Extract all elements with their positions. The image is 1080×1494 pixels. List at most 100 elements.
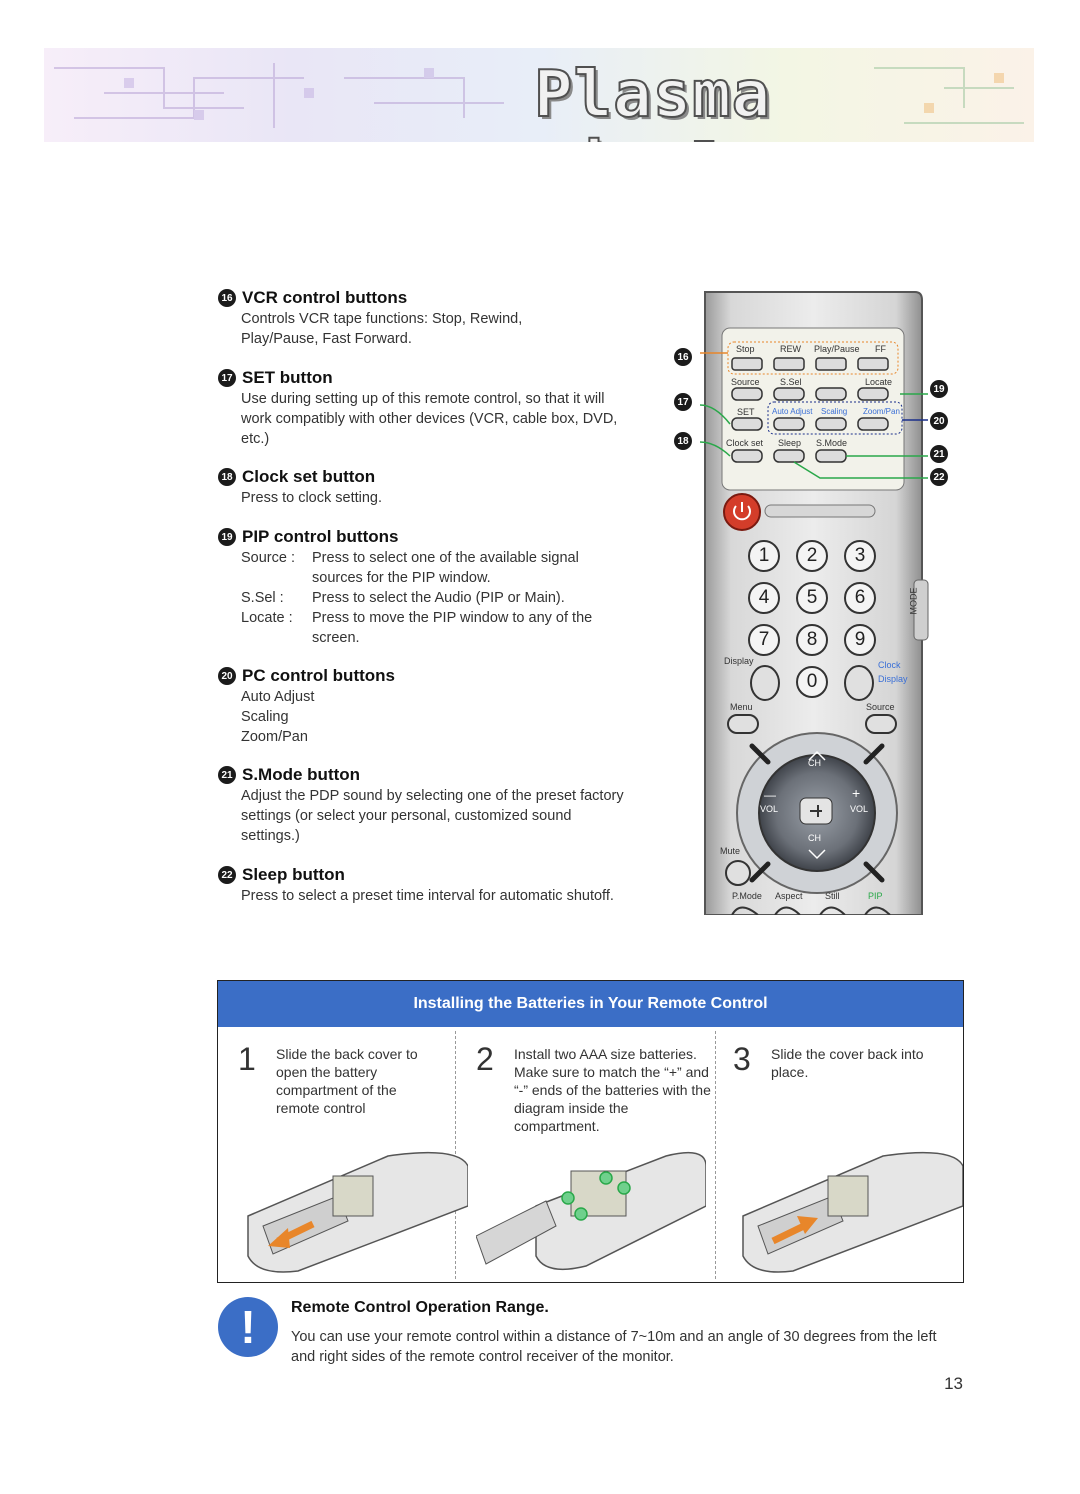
step-text: Slide the back cover to open the battery… — [276, 1046, 418, 1116]
section-title: SET button — [242, 368, 333, 387]
label-vol-plus: + — [852, 785, 861, 801]
section-number: 22 — [218, 866, 236, 884]
label-smode: S.Mode — [816, 438, 848, 448]
section-title: Sleep button — [242, 865, 345, 884]
label-ch-down: CH — [808, 833, 821, 843]
step-text: Install two AAA size batteries. Make sur… — [514, 1046, 711, 1134]
list-item: Zoom/Pan — [241, 729, 308, 745]
key-3: 3 — [844, 540, 876, 572]
label-rew: REW — [780, 344, 801, 354]
definition-row: Source : Press to select one of the avail… — [241, 548, 631, 588]
section-vcr-controls: 16 VCR control buttons Controls VCR tape … — [218, 287, 638, 349]
section-sleep-button: 22 Sleep button Press to select a preset … — [218, 864, 638, 906]
callout-16: 16 — [674, 348, 692, 366]
note-text: You can use your remote control within a… — [291, 1329, 937, 1365]
header-banner: Plasma Display — [44, 48, 1034, 142]
label-clockset: Clock set — [726, 438, 764, 448]
key-2: 2 — [796, 540, 828, 572]
definition-value: Press to select one of the available sig… — [312, 550, 579, 586]
section-body: Press to select a preset time interval f… — [241, 888, 614, 904]
label-vol-right: VOL — [850, 804, 869, 814]
key-9: 9 — [844, 624, 876, 656]
section-number: 20 — [218, 667, 236, 685]
callout-17: 17 — [674, 393, 692, 411]
label-vol-minus: — — [764, 788, 776, 802]
label-display-pc: Display — [878, 674, 908, 684]
section-body: Adjust the PDP sound by selecting one of… — [241, 788, 624, 844]
section-title: S.Mode button — [242, 765, 361, 784]
section-body: Controls VCR tape functions: Stop, Rewin… — [241, 311, 523, 347]
definition-row: S.Sel : Press to select the Audio (PIP or… — [241, 588, 631, 608]
section-body: Press to clock setting. — [241, 490, 383, 506]
key-0: 0 — [796, 666, 828, 698]
warning-icon: ! — [218, 1297, 278, 1357]
label-ff: FF — [875, 344, 886, 354]
label-pip: PIP — [868, 891, 883, 901]
definition-key: S.Sel : — [241, 590, 284, 606]
callout-18: 18 — [674, 432, 692, 450]
label-mode: MODE — [908, 587, 919, 615]
key-4: 4 — [748, 582, 780, 614]
definition-value: Press to move the PIP window to any of t… — [312, 610, 593, 646]
section-pc-controls: 20 PC control buttons Auto Adjust Scaling… — [218, 665, 638, 747]
label-playpause: Play/Pause — [814, 344, 860, 354]
battery-insert-illustration — [476, 1151, 706, 1271]
section-title: PIP control buttons — [242, 527, 399, 546]
label-scaling: Scaling — [821, 407, 848, 416]
divider — [455, 1031, 456, 1279]
section-title: PC control buttons — [242, 666, 395, 685]
label-zoompan: Zoom/Pan — [863, 407, 900, 416]
section-number: 19 — [218, 528, 236, 546]
section-smode-button: 21 S.Mode button Adjust the PDP sound by … — [218, 764, 638, 846]
label-clock: Clock — [878, 660, 901, 670]
circuit-decoration — [54, 63, 1024, 128]
definition-value: Press to select the Audio (PIP or Main). — [312, 590, 565, 606]
section-title: Clock set button — [242, 467, 376, 486]
label-ssel: S.Sel — [780, 377, 802, 387]
remote-back-close-illustration — [742, 1151, 963, 1273]
section-title: VCR control buttons — [242, 288, 408, 307]
key-8: 8 — [796, 624, 828, 656]
page-number: 13 — [944, 1374, 963, 1393]
step-number: 1 — [238, 1041, 256, 1077]
label-auto-adjust: Auto Adjust — [772, 407, 813, 416]
key-6: 6 — [844, 582, 876, 614]
definition-key: Locate : — [241, 610, 293, 626]
label-sleep: Sleep — [778, 438, 802, 448]
callout-20: 20 — [930, 412, 948, 430]
key-1: 1 — [748, 540, 780, 572]
list-item: Scaling — [241, 709, 289, 725]
label-mute: Mute — [720, 846, 741, 856]
label-set: SET — [737, 407, 755, 417]
batteries-title: Installing the Batteries in Your Remote … — [218, 981, 963, 1027]
definition-key: Source : — [241, 550, 295, 566]
label-ch-up: CH — [808, 758, 821, 768]
section-pip-controls: 19 PIP control buttons Source : Press to s… — [218, 526, 638, 648]
label-source: Source — [866, 702, 895, 712]
step-number: 2 — [476, 1041, 494, 1077]
callout-22: 22 — [930, 468, 948, 486]
label-still: Still — [825, 891, 840, 901]
divider — [715, 1031, 716, 1279]
label-pmode: P.Mode — [732, 891, 762, 901]
remote-back-open-illustration — [247, 1151, 468, 1273]
label-stop: Stop — [736, 344, 755, 354]
label-vol-left: VOL — [760, 804, 779, 814]
section-number: 17 — [218, 369, 236, 387]
remote-control-illustration: 16 17 18 19 20 21 22 Stop REW Play/Pause… — [660, 290, 960, 915]
step-number: 3 — [733, 1041, 751, 1077]
label-display: Display — [724, 656, 754, 666]
label-aspect: Aspect — [775, 891, 803, 901]
section-number: 16 — [218, 289, 236, 307]
definition-row: Locate : Press to move the PIP window to … — [241, 608, 631, 648]
note-title: Remote Control Operation Range. — [291, 1299, 549, 1316]
key-7: 7 — [748, 624, 780, 656]
callout-21: 21 — [930, 445, 948, 463]
section-number: 18 — [218, 468, 236, 486]
list-item: Auto Adjust — [241, 689, 315, 705]
section-number: 21 — [218, 766, 236, 784]
label-menu: Menu — [730, 702, 753, 712]
batteries-instructions-box: Installing the Batteries in Your Remote … — [217, 980, 964, 1283]
section-clock-set: 18 Clock set button Press to clock settin… — [218, 466, 638, 508]
